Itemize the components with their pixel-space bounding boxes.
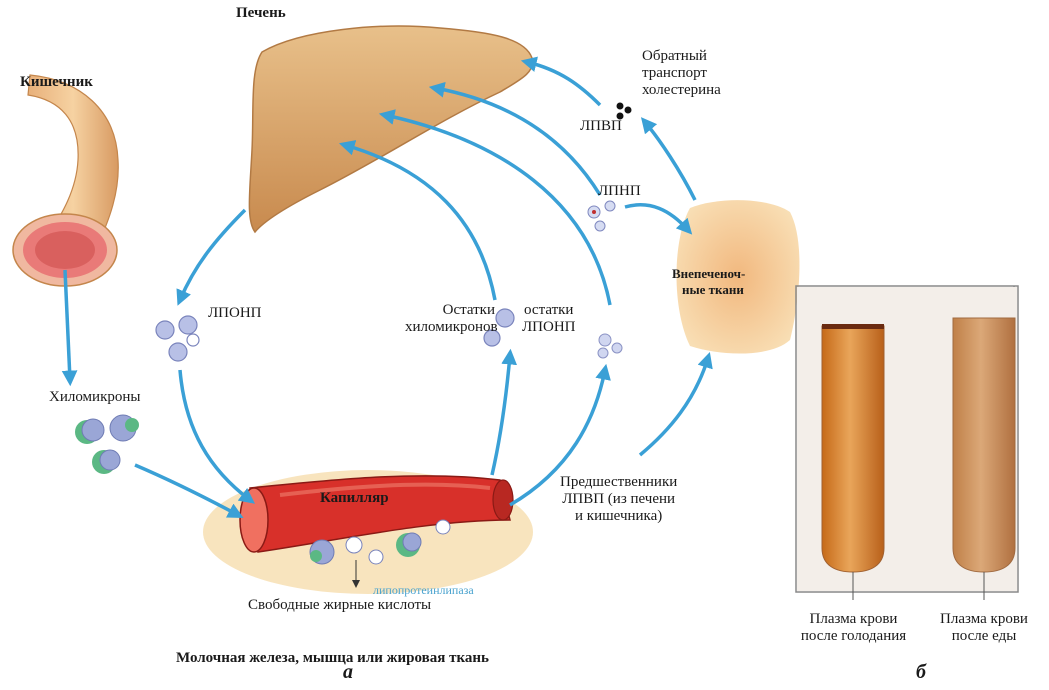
hdl-precursors-label: Предшественники ЛПВП (из печени и кишечн… bbox=[560, 474, 677, 525]
vldl-remnants-label: остатки ЛПОНП bbox=[522, 302, 576, 336]
arrow-tissue-to-hdl bbox=[640, 117, 697, 201]
liver-shape bbox=[248, 25, 534, 234]
vldl-remnants-line2: ЛПОНП bbox=[522, 319, 576, 335]
tube-fed bbox=[952, 317, 1016, 600]
arrow-liver-to-vldl bbox=[176, 208, 247, 306]
arrow-chylomicrons-to-capillary bbox=[134, 463, 244, 518]
arrow-precursors-to-tissue bbox=[638, 351, 713, 457]
capillary-particles bbox=[309, 519, 451, 565]
ffa-label: Свободные жирные кислоты bbox=[248, 597, 432, 613]
tube-fasting-label: Плазма крови после голодания bbox=[796, 611, 911, 645]
arrow-vldl-remnants-to-liver bbox=[378, 109, 612, 306]
intestine-illustration bbox=[12, 74, 119, 287]
reverse-line2: транспорт bbox=[642, 65, 707, 81]
arrow-capillary-to-vldl-remnants bbox=[509, 363, 611, 507]
arrow-capillary-to-chylo-remnants bbox=[490, 348, 518, 476]
vldl-remnants-line1: остатки bbox=[524, 302, 574, 318]
liver-label: Печень bbox=[236, 5, 286, 21]
hdl-particles bbox=[616, 102, 632, 120]
chylomicrons-label: Хиломикроны bbox=[49, 389, 141, 405]
arrow-ldl-to-tissue bbox=[624, 203, 693, 235]
tube2-line1: Плазма крови bbox=[940, 611, 1028, 627]
extrahepatic-tissue-shape bbox=[676, 200, 800, 354]
tube-fasting bbox=[821, 324, 885, 600]
ldl-label: ЛПНП bbox=[598, 183, 641, 199]
tube-panel-frame bbox=[795, 285, 1019, 593]
chylo-remnants-line1: Остатки bbox=[442, 302, 495, 318]
arrow-vldl-to-capillary bbox=[178, 369, 256, 504]
extrahepatic-line1: Внепеченоч- bbox=[672, 266, 746, 281]
panel-b-label: б bbox=[916, 661, 926, 683]
chylo-remnant-particles bbox=[483, 308, 515, 347]
vldl-particles bbox=[155, 315, 200, 362]
chylo-remnants-label: Остатки хиломикронов bbox=[405, 302, 498, 336]
extrahepatic-label: Внепеченоч- ные ткани bbox=[672, 266, 745, 298]
tube1-line1: Плазма крови bbox=[809, 611, 898, 627]
hdl-precursors-line3: и кишечника) bbox=[575, 508, 663, 524]
intestine-label: Кишечник bbox=[20, 74, 93, 90]
tube1-line2: после голодания bbox=[800, 628, 907, 644]
ldl-particles bbox=[587, 200, 616, 232]
extrahepatic-line2: ные ткани bbox=[682, 282, 744, 297]
capillary-label: Капилляр bbox=[320, 490, 389, 506]
reverse-transport-label: Обратный транспорт холестерина bbox=[642, 48, 721, 99]
vldl-label: ЛПОНП bbox=[208, 305, 262, 321]
lipase-label: липопротеинлипаза bbox=[373, 583, 474, 597]
arrow-intestine-to-chylomicrons bbox=[61, 269, 78, 387]
reverse-line1: Обратный bbox=[642, 48, 707, 64]
arrow-hdl-to-liver bbox=[520, 56, 602, 107]
hdl-precursors-line2: ЛПВП (из печени bbox=[562, 491, 676, 507]
hdl-precursors-line1: Предшественники bbox=[560, 474, 678, 490]
chylo-remnants-line2: хиломикронов bbox=[405, 319, 498, 335]
tissue-label: Молочная железа, мышца или жировая ткань bbox=[176, 650, 489, 666]
vldl-remnant-particles bbox=[597, 333, 623, 359]
panel-a-label: а bbox=[343, 661, 353, 683]
hdl-label: ЛПВП bbox=[580, 118, 622, 134]
chylomicron-particles bbox=[75, 414, 139, 474]
arrow-ldl-to-liver bbox=[428, 81, 602, 196]
arrow-chylo-remnants-to-liver bbox=[338, 140, 497, 301]
tube-fed-label: Плазма крови после еды bbox=[929, 611, 1039, 645]
reverse-line3: холестерина bbox=[642, 82, 721, 98]
tube2-line2: после еды bbox=[951, 628, 1017, 644]
